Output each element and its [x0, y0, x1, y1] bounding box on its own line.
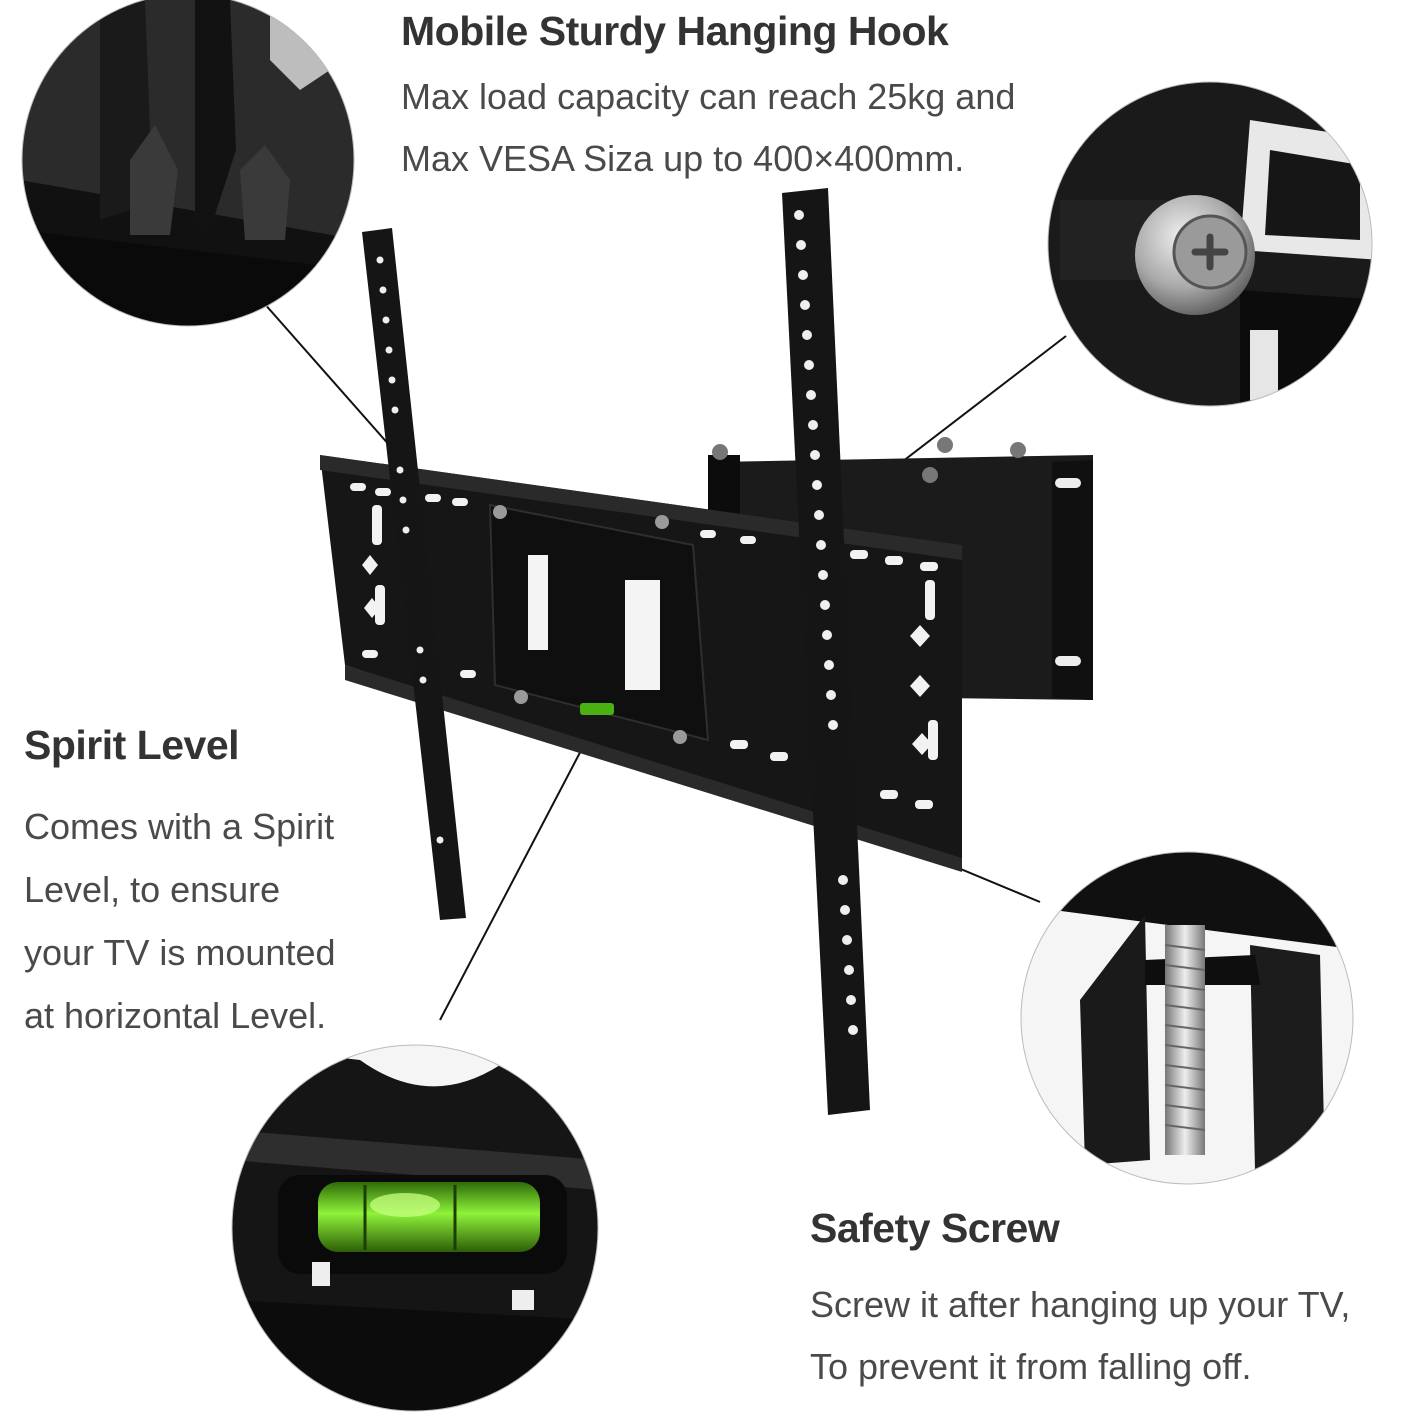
vertical-arms	[362, 188, 870, 1115]
screw-detail-image	[1048, 82, 1372, 406]
safety-detail-ring	[1020, 851, 1354, 1185]
hook-line-2: Max VESA Siza up to 400×400mm.	[401, 138, 965, 179]
level-leader-line	[439, 719, 598, 1021]
level-detail-ring	[231, 1044, 599, 1412]
hook-title: Mobile Sturdy Hanging Hook	[401, 8, 949, 54]
safety-screw-title: Safety Screw	[810, 1205, 1060, 1251]
hook-detail-image	[22, 0, 354, 326]
hook-detail-ring	[21, 0, 355, 327]
hook-line-1: Max load capacity can reach 25kg and	[401, 76, 1016, 117]
spirit-level-line-1: Comes with a Spirit	[24, 806, 335, 847]
wall-mount-image	[320, 188, 1093, 1115]
safety-screw-callout: Safety Screw Screw it after hanging up y…	[810, 1205, 1350, 1411]
keyhole-marks	[362, 555, 932, 755]
hook-callout: Mobile Sturdy Hanging Hook Max load capa…	[401, 8, 1015, 203]
safety-screw-line-1: Screw it after hanging up your TV,	[810, 1284, 1351, 1325]
screw-detail-ring	[1047, 81, 1373, 407]
spirit-level-line-2: Level, to ensure	[24, 869, 281, 910]
hook-leader-line	[262, 301, 399, 456]
spirit-level-line-4: at horizontal Level.	[24, 995, 327, 1036]
center-plate	[488, 503, 710, 744]
spirit-level-title: Spirit Level	[24, 722, 240, 768]
safety-screw-line-2: To prevent it from falling off.	[810, 1346, 1252, 1387]
spirit-level-callout: Spirit Level Comes with a Spirit Level, …	[24, 722, 335, 1061]
spirit-level-detail-image	[232, 1045, 598, 1411]
spirit-level-line-3: your TV is mounted	[24, 932, 336, 973]
safety-screw-detail-image	[1021, 852, 1353, 1184]
